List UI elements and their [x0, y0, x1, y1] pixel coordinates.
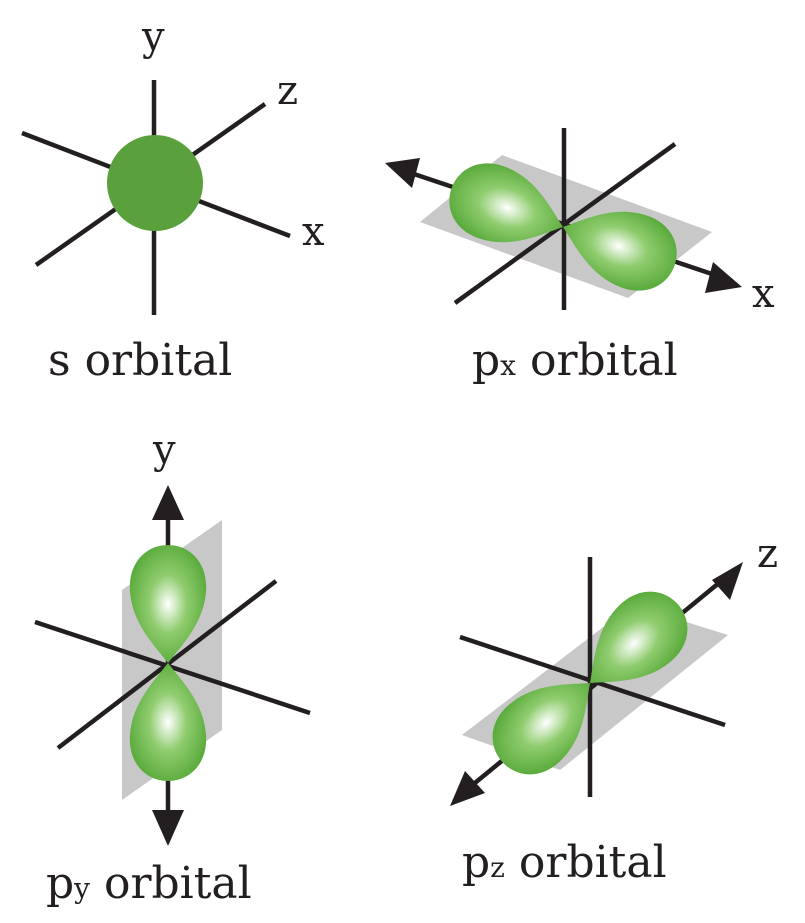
s-orbital-panel: y z x s orbital — [21, 14, 325, 386]
py-orbital-panel: y py orbital — [34, 427, 311, 909]
s-y-label: y — [141, 14, 165, 60]
px-x-arrow-neg — [385, 158, 420, 188]
py-x-axis — [34, 619, 311, 716]
pz-z-label: z — [757, 531, 778, 577]
s-x-label: x — [302, 209, 325, 255]
py-orbital-caption: py orbital — [46, 858, 252, 909]
s-orbital-sphere — [107, 135, 203, 231]
pz-orbital-caption: pz orbital — [462, 837, 667, 888]
px-orbital-panel: x px orbital — [385, 128, 775, 386]
py-y-arrow-neg — [152, 810, 184, 846]
py-y-arrow-pos — [152, 485, 184, 520]
px-x-label: x — [752, 271, 775, 317]
px-orbital-caption: px orbital — [472, 335, 678, 386]
s-orbital-caption: s orbital — [48, 335, 232, 386]
pz-orbital-panel: z pz orbital — [450, 531, 778, 888]
px-x-arrow-pos — [705, 262, 742, 293]
pz-z-arrow-neg — [450, 771, 485, 806]
py-y-label: y — [152, 427, 176, 473]
pz-z-arrow-pos — [712, 562, 743, 600]
s-z-label: z — [277, 68, 298, 114]
